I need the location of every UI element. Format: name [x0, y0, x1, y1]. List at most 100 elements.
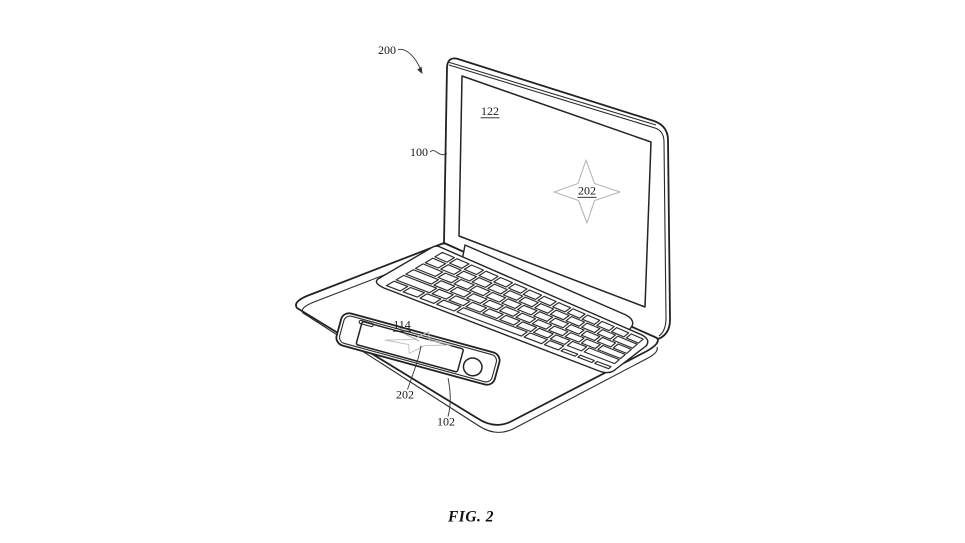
keyboard-key — [516, 321, 538, 333]
label-114-leader — [403, 333, 420, 342]
keyboard-key — [580, 330, 601, 342]
label-114: 114 — [393, 318, 411, 332]
keyboard-key — [440, 264, 462, 276]
keyboard-key — [531, 319, 553, 330]
keyboard-key — [532, 327, 554, 339]
keyboard-key — [625, 333, 644, 344]
keyboard-key — [493, 276, 514, 288]
keyboard-key — [424, 257, 447, 269]
laptop-base — [295, 242, 659, 433]
keyboard-key — [436, 299, 462, 312]
keyboard-key — [437, 272, 459, 284]
keyboard-key — [385, 280, 409, 292]
keyboard-key — [522, 289, 543, 301]
label-200-arrow — [397, 48, 421, 69]
keyboard-key — [501, 298, 522, 310]
keyboard-key — [583, 347, 620, 365]
keyboard-key — [533, 311, 554, 322]
keyboard-key — [580, 338, 601, 350]
keyboard-key — [414, 263, 444, 277]
laptop-lid — [443, 57, 671, 341]
keyboard-key — [455, 270, 478, 282]
keyboard-key — [549, 334, 571, 345]
label-122: 122 — [481, 104, 499, 118]
keyboard-key — [453, 278, 475, 290]
keyboard-key — [469, 285, 491, 297]
keyboard-key — [515, 312, 537, 324]
keyboard-key — [478, 270, 499, 282]
keyboard-key — [419, 293, 442, 304]
phone-speaker-slot — [359, 320, 374, 327]
keyboard-key — [596, 336, 617, 348]
keyboard-key — [507, 283, 528, 294]
keyboard-key — [552, 302, 572, 313]
keyboard-key — [596, 329, 616, 340]
keyboard-key — [502, 290, 524, 301]
keyboard-key — [549, 309, 570, 321]
label-100: 100 — [410, 145, 428, 159]
keyboard-key — [548, 325, 569, 337]
lid-edge-thickness-line — [448, 64, 667, 337]
figure-caption: FIG. 2 — [447, 509, 494, 526]
keyboard-key — [402, 286, 425, 298]
keyboard-key — [466, 293, 488, 304]
keyboard-key — [518, 296, 539, 308]
base-side-wall-line — [301, 251, 658, 433]
phone-sparkle-icon — [375, 329, 462, 356]
keyboard-key — [597, 344, 626, 360]
keyboard — [385, 251, 644, 370]
keyboard-key — [433, 280, 456, 292]
keyboard-key — [565, 316, 586, 327]
label-202-display: 202 — [578, 184, 596, 198]
reference-annotations: 200 100 122 202 114 202 102 — [378, 43, 597, 429]
label-202-phone: 202 — [396, 388, 414, 402]
keyboard-key — [537, 295, 557, 307]
keyboard-key — [482, 308, 504, 320]
keyboard-key — [517, 304, 538, 316]
keyboard-key — [434, 251, 455, 263]
phone — [335, 311, 502, 386]
keyboard-key — [581, 314, 601, 325]
keyboard-key — [448, 295, 471, 307]
keyboard-key — [543, 340, 565, 351]
label-100-leader — [429, 150, 448, 156]
keyboard-key — [612, 343, 632, 354]
keyboard-key — [549, 317, 569, 329]
keyboard-key — [487, 283, 508, 295]
keyboard-key — [594, 360, 612, 370]
keyboard-key — [577, 354, 595, 364]
keyboard-key — [456, 307, 528, 337]
keyboard-key — [395, 274, 438, 294]
keyboard-key — [581, 322, 601, 334]
label-200: 200 — [378, 43, 396, 57]
keyboard-key — [482, 299, 504, 311]
keyboard-key — [405, 269, 439, 285]
keyboard-key — [596, 320, 615, 332]
lid-edge-highlight-line — [447, 61, 657, 126]
label-102-leader — [447, 377, 451, 417]
keyboard-key — [498, 306, 520, 317]
keyboard-key — [564, 332, 585, 343]
keyboard-key — [431, 288, 454, 300]
keyboard-key — [564, 324, 585, 335]
keyboard-key — [499, 314, 521, 326]
label-200-arrowhead — [417, 66, 423, 74]
display-sparkle-icon — [554, 160, 620, 223]
label-102: 102 — [437, 415, 455, 429]
keyboard-key — [560, 348, 579, 357]
keyboard-key — [463, 264, 485, 276]
keyboard-key — [471, 277, 493, 288]
keyboard-key — [534, 303, 555, 314]
label-202-phone-leader — [407, 345, 422, 390]
keyboard-key — [485, 291, 507, 303]
keyboard-key — [523, 332, 548, 345]
keyboard-key — [566, 340, 588, 352]
keyboard-key — [449, 258, 470, 269]
keyboard-key — [449, 286, 472, 298]
keyboard-key — [465, 301, 488, 313]
phone-home-button — [461, 356, 484, 378]
keyboard-key — [611, 327, 630, 338]
phone-screen — [356, 321, 464, 372]
